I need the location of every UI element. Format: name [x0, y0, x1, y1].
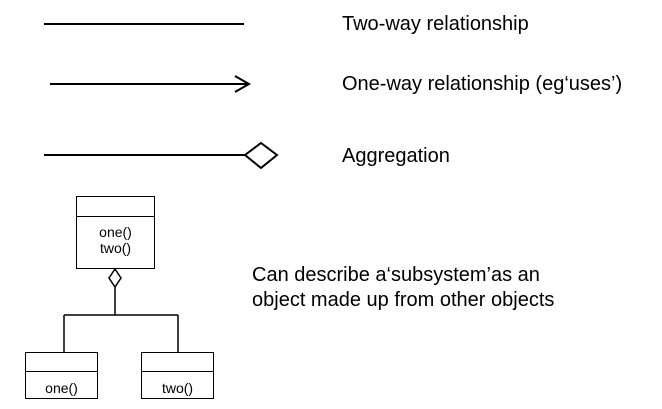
parent-class-name-compartment [77, 197, 154, 217]
child-one-operation: one() [45, 380, 78, 396]
parent-operation: one() [99, 224, 132, 240]
one-way-relationship-label: One-way relationship (eg‘uses’) [342, 73, 623, 95]
description-line-2: object made up from other objects [252, 289, 555, 311]
child-one-name-compartment [26, 353, 97, 372]
parent-class-operations: one() two() [77, 217, 154, 256]
parent-class-box: one() two() [76, 196, 155, 269]
child-two-operations: two() [142, 372, 213, 396]
aggregation-tree-connectors [63, 267, 179, 352]
aggregation-label: Aggregation [342, 145, 450, 167]
child-two-name-compartment [142, 353, 213, 372]
aggregation-relationship-line [44, 141, 279, 170]
parent-operation: two() [99, 240, 132, 256]
child-one-operations: one() [26, 372, 97, 396]
tree-aggregation-diamond-icon [108, 267, 122, 289]
subsystem-description: Can describe a‘subsystem’as an object ma… [252, 263, 554, 313]
description-line-1: Can describe a‘subsystem’as an [252, 264, 540, 286]
child-class-two-box: two() [141, 352, 214, 399]
two-way-relationship-label: Two-way relationship [342, 13, 529, 35]
aggregation-diamond-icon [243, 141, 279, 170]
child-two-operation: two() [161, 380, 194, 396]
child-class-one-box: one() [25, 352, 98, 399]
one-way-relationship-arrow [50, 75, 252, 93]
